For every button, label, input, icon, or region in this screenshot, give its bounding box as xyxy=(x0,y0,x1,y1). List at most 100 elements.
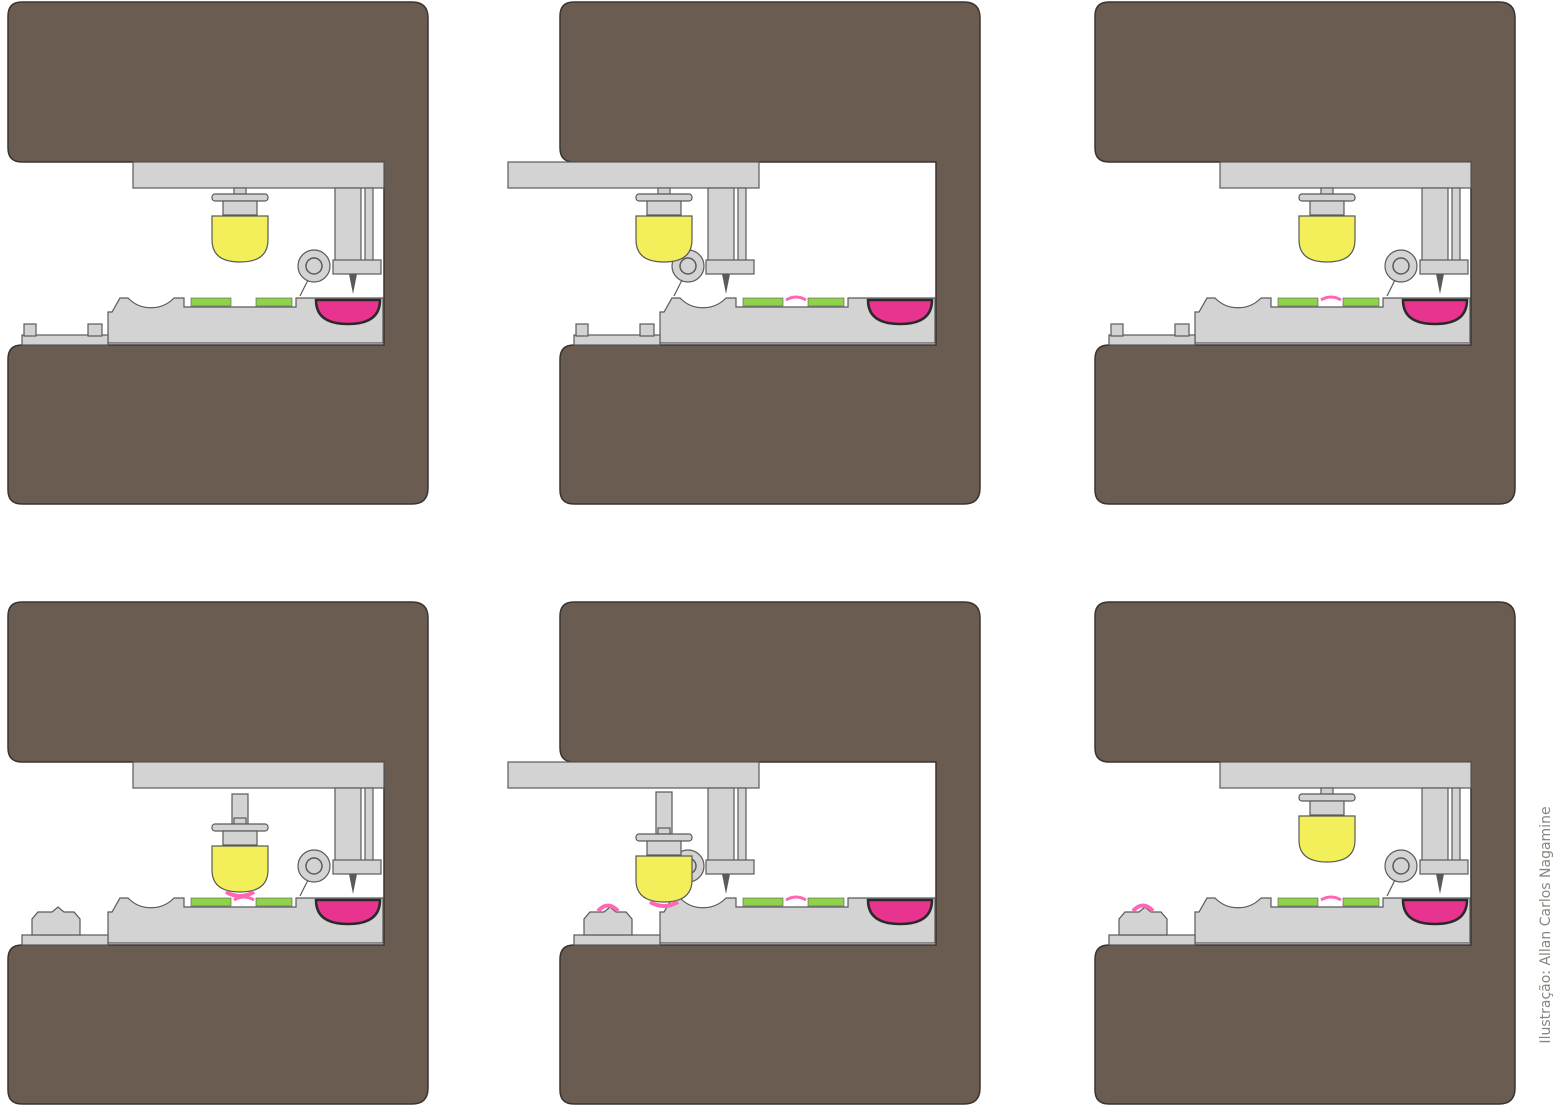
pad-stem xyxy=(657,187,671,195)
machine-bed xyxy=(659,297,936,344)
pad-holder xyxy=(222,830,258,846)
roller-inner xyxy=(1392,257,1410,275)
pad-holder xyxy=(222,200,258,216)
cliche-arm xyxy=(132,161,385,189)
doctor-blade-holder xyxy=(332,259,382,275)
pad-holder xyxy=(1309,800,1345,816)
roller-outer xyxy=(1384,249,1418,283)
machine-frame xyxy=(1094,601,1516,1105)
machine-bed xyxy=(107,297,384,344)
cliche-arm xyxy=(1219,761,1472,789)
fixture-base xyxy=(1108,934,1196,946)
printed-part xyxy=(1118,906,1168,936)
fixture-post-right xyxy=(87,323,103,337)
fixture-post-right xyxy=(1174,323,1190,337)
cliche-column-rail xyxy=(737,187,747,263)
cliche-column-rail xyxy=(1451,187,1461,263)
silicone-pad xyxy=(211,215,269,263)
fixture-base xyxy=(573,934,661,946)
pad-ink-pickup xyxy=(225,890,255,898)
doctor-blade xyxy=(1436,274,1444,294)
silicone-pad xyxy=(1298,215,1356,263)
pad-stem xyxy=(233,817,247,825)
roller-outer xyxy=(297,849,331,883)
doctor-blade xyxy=(349,874,357,894)
pad-stem xyxy=(657,827,671,835)
etched-image-left xyxy=(742,297,784,307)
etched-image-left xyxy=(190,297,232,307)
roller-inner xyxy=(1392,857,1410,875)
machine-bed xyxy=(107,897,384,944)
fixture-post-left xyxy=(575,323,589,337)
cliche-column-rail xyxy=(737,787,747,863)
cliche-column-rail xyxy=(364,187,374,263)
ink-cup xyxy=(1401,898,1469,926)
cliche-column xyxy=(1421,187,1449,263)
silicone-pad xyxy=(211,845,269,893)
cliche-arm xyxy=(507,161,760,189)
pad-stem xyxy=(233,187,247,195)
etched-image-left xyxy=(190,897,232,907)
fixture-post-left xyxy=(23,323,37,337)
pad-stem xyxy=(1320,187,1334,195)
machine-frame xyxy=(559,601,981,1105)
pad-flange xyxy=(211,193,269,202)
etched-image-right xyxy=(807,297,845,307)
ink-cup xyxy=(866,298,934,326)
roller-inner xyxy=(679,257,697,275)
cliche-arm xyxy=(132,761,385,789)
roller-link xyxy=(1386,279,1396,297)
doctor-blade-holder xyxy=(705,859,755,875)
ink-cup xyxy=(866,898,934,926)
pad-flange xyxy=(635,833,693,842)
illustration-credit: Ilustração: Allan Carlos Nagamine xyxy=(1538,806,1554,1044)
pad-flange xyxy=(211,823,269,832)
plate-ink-film xyxy=(1320,895,1342,902)
etched-image-right xyxy=(807,897,845,907)
plate-ink-film xyxy=(1320,295,1342,302)
roller-link xyxy=(299,879,309,897)
part-ink-image xyxy=(596,903,620,913)
fixture-post-left xyxy=(1110,323,1124,337)
printed-part xyxy=(583,906,633,936)
printed-part xyxy=(31,906,81,936)
silicone-pad xyxy=(635,215,693,263)
doctor-blade xyxy=(1436,874,1444,894)
fixture-base xyxy=(21,334,109,346)
machine-frame xyxy=(559,1,981,505)
silicone-pad xyxy=(1298,815,1356,863)
roller-link xyxy=(673,279,683,297)
doctor-blade-holder xyxy=(1419,259,1469,275)
pad-flange xyxy=(1298,193,1356,202)
etched-image-right xyxy=(255,897,293,907)
cliche-column xyxy=(707,187,735,263)
roller-outer xyxy=(1384,849,1418,883)
roller-link xyxy=(1386,879,1396,897)
pad-stem xyxy=(1320,787,1334,795)
ink-cup xyxy=(1401,298,1469,326)
panel-5 xyxy=(507,601,981,1105)
cliche-column-rail xyxy=(1451,787,1461,863)
etched-image-left xyxy=(742,897,784,907)
panel-6 xyxy=(1094,601,1516,1105)
panel-4 xyxy=(7,601,429,1105)
etched-image-right xyxy=(1342,897,1380,907)
doctor-blade-holder xyxy=(705,259,755,275)
pad-flange xyxy=(635,193,693,202)
cliche-column xyxy=(334,187,362,263)
ink-cup xyxy=(314,898,382,926)
roller-link xyxy=(299,279,309,297)
part-ink-image xyxy=(1131,903,1155,913)
pad-holder xyxy=(1309,200,1345,216)
pad-flange xyxy=(1298,793,1356,802)
roller-inner xyxy=(305,257,323,275)
machine-frame xyxy=(7,601,429,1105)
roller-inner xyxy=(305,857,323,875)
doctor-blade xyxy=(722,274,730,294)
machine-frame xyxy=(1094,1,1516,505)
machine-bed xyxy=(1194,897,1471,944)
plate-ink-film xyxy=(785,295,807,302)
ink-cup xyxy=(314,298,382,326)
pad-holder xyxy=(646,200,682,216)
